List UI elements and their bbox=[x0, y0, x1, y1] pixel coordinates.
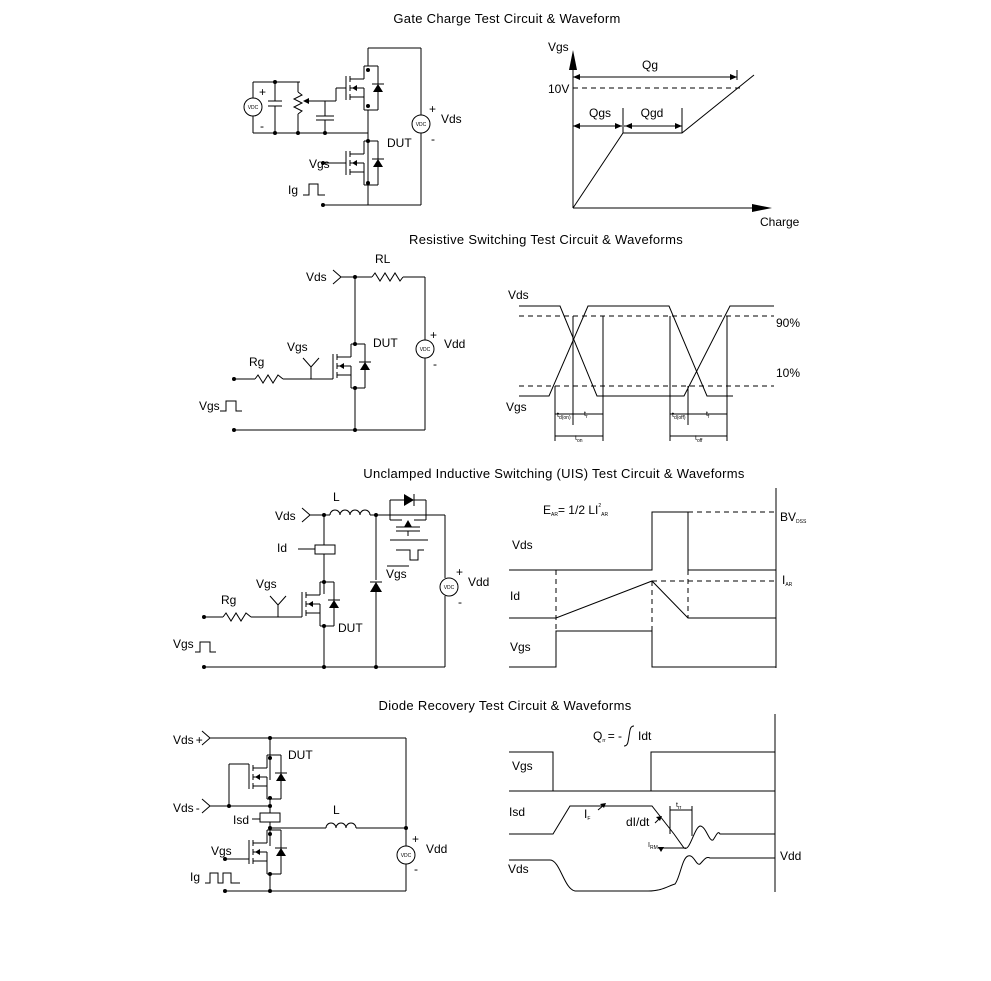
vgs-label-2: Vgs bbox=[287, 340, 308, 354]
wf-vds-label: Vds bbox=[508, 288, 529, 302]
dr-vgs-label: Vgs bbox=[512, 759, 533, 773]
vdd-plus-4: + bbox=[412, 832, 419, 846]
wf-vgs-label: Vgs bbox=[506, 400, 527, 414]
bv-label: BVDSS bbox=[780, 510, 807, 525]
vgs-bar-label: Vgs bbox=[386, 567, 407, 581]
p90-label: 90% bbox=[776, 316, 800, 330]
dut-label: DUT bbox=[387, 136, 412, 150]
trr-label: trr bbox=[676, 802, 682, 811]
vdd-minus: - bbox=[433, 357, 437, 371]
t-doff: td(off) bbox=[672, 412, 686, 421]
isd-label: Isd bbox=[233, 813, 249, 827]
vgs-label-3: Vgs bbox=[256, 577, 277, 591]
qg-label: Qg bbox=[642, 58, 658, 72]
vgs-label: Vgs bbox=[309, 157, 330, 171]
vdd-plus-3: + bbox=[456, 565, 463, 579]
qrr-formula: Qrr= - bbox=[593, 729, 622, 744]
level-10v: 10V bbox=[548, 82, 569, 96]
dr-vds-label: Vds bbox=[508, 862, 529, 876]
uis-vgs-label: Vgs bbox=[510, 640, 531, 654]
id-label: Id bbox=[277, 541, 287, 555]
qgs-label: Qgs bbox=[589, 106, 611, 120]
p10-label: 10% bbox=[776, 366, 800, 380]
iar-label: IAR bbox=[782, 573, 793, 588]
vdd-plus: + bbox=[430, 328, 437, 342]
l-label-4: L bbox=[333, 803, 340, 817]
diode-recovery-circuit: Vds+ DUT Vds- Isd L Vgs Ig VDC + - Vdd bbox=[173, 730, 447, 893]
vdc-label-2: VDC bbox=[420, 347, 431, 353]
uis-circuit: Vds L Id Vgs Rg DUT Vgs Vgs VDC + bbox=[173, 490, 489, 669]
vdc-label-4: VDC bbox=[401, 853, 412, 859]
vds-label-3: Vds bbox=[275, 509, 296, 523]
vdc-right-label: VDC bbox=[416, 122, 427, 128]
t-on: ton bbox=[575, 435, 583, 444]
vds-minus-label: Vds- bbox=[173, 801, 200, 815]
diode-recovery-waveform: Qrr= - Idt Vgs Isd IF dI/dt trr IRM Vds … bbox=[508, 714, 801, 892]
t-r: tr bbox=[584, 411, 588, 420]
rl-label: RL bbox=[375, 252, 391, 266]
vds-plus-label: Vds+ bbox=[173, 733, 203, 747]
rg-label: Rg bbox=[249, 355, 264, 369]
plus-sign: + bbox=[259, 85, 266, 99]
section2-title: Resistive Switching Test Circuit & Wavef… bbox=[409, 232, 683, 247]
resistive-switching-circuit: Vds RL VDC + - Vdd DUT Vgs Rg Vgs bbox=[199, 252, 465, 432]
dut-label-4: DUT bbox=[288, 748, 313, 762]
vdc-left-label: VDC bbox=[248, 105, 259, 111]
uis-id-label: Id bbox=[510, 589, 520, 603]
didt-label: dI/dt bbox=[626, 815, 650, 829]
gate-charge-circuit: VDC + - VDC + - Vds DUT Vgs Ig bbox=[243, 47, 462, 207]
dr-isd-label: Isd bbox=[509, 805, 525, 819]
vdd-minus-3: - bbox=[458, 595, 462, 609]
vgs-pulse-label: Vgs bbox=[199, 399, 220, 413]
vds-minus: - bbox=[431, 132, 435, 146]
qgd-label: Qgd bbox=[641, 106, 664, 120]
gate-charge-waveform: Vgs Charge 10V Qg Qgs Qgd bbox=[548, 40, 800, 229]
minus-sign: - bbox=[260, 119, 264, 133]
dut-label-2: DUT bbox=[373, 336, 398, 350]
t-off: toff bbox=[695, 435, 703, 444]
dr-vdd-label: Vdd bbox=[780, 849, 801, 863]
vdd-label: Vdd bbox=[444, 337, 465, 351]
ig-label-4: Ig bbox=[190, 870, 200, 884]
irm-label: IRM bbox=[648, 842, 658, 851]
if-label: IF bbox=[584, 807, 590, 822]
vdd-label-3: Vdd bbox=[468, 575, 489, 589]
ear-formula: EAR= 1/2 LI2AR bbox=[543, 503, 608, 518]
dut-label-3: DUT bbox=[338, 621, 363, 635]
ig-label: Ig bbox=[288, 183, 298, 197]
vdd-minus-4: - bbox=[414, 862, 418, 876]
charge-axis-label: Charge bbox=[760, 215, 800, 229]
l-label-3: L bbox=[333, 490, 340, 504]
uis-waveform: EAR= 1/2 LI2AR Vds Id Vgs BVDSS IAR bbox=[509, 488, 807, 668]
section4-title: Diode Recovery Test Circuit & Waveforms bbox=[379, 698, 632, 713]
vgs-axis-label: Vgs bbox=[548, 40, 569, 54]
t-f: tf bbox=[706, 411, 710, 420]
rg-label-3: Rg bbox=[221, 593, 236, 607]
vdd-label-4: Vdd bbox=[426, 842, 447, 856]
vgs-pulse-label-3: Vgs bbox=[173, 637, 194, 651]
vds-label: Vds bbox=[441, 112, 462, 126]
idt-label: Idt bbox=[638, 729, 652, 743]
section3-title: Unclamped Inductive Switching (UIS) Test… bbox=[363, 466, 745, 481]
uis-vds-label: Vds bbox=[512, 538, 533, 552]
vgs-label-4: Vgs bbox=[211, 844, 232, 858]
vds-plus: + bbox=[429, 102, 436, 116]
resistive-switching-waveform: Vds Vgs 90% 10% td(on) tr ton td(off) tf… bbox=[506, 288, 800, 444]
section1-title: Gate Charge Test Circuit & Waveform bbox=[393, 11, 620, 26]
t-don: td(on) bbox=[557, 412, 571, 421]
vds-label-2: Vds bbox=[306, 270, 327, 284]
vdc-label-3: VDC bbox=[444, 585, 455, 591]
